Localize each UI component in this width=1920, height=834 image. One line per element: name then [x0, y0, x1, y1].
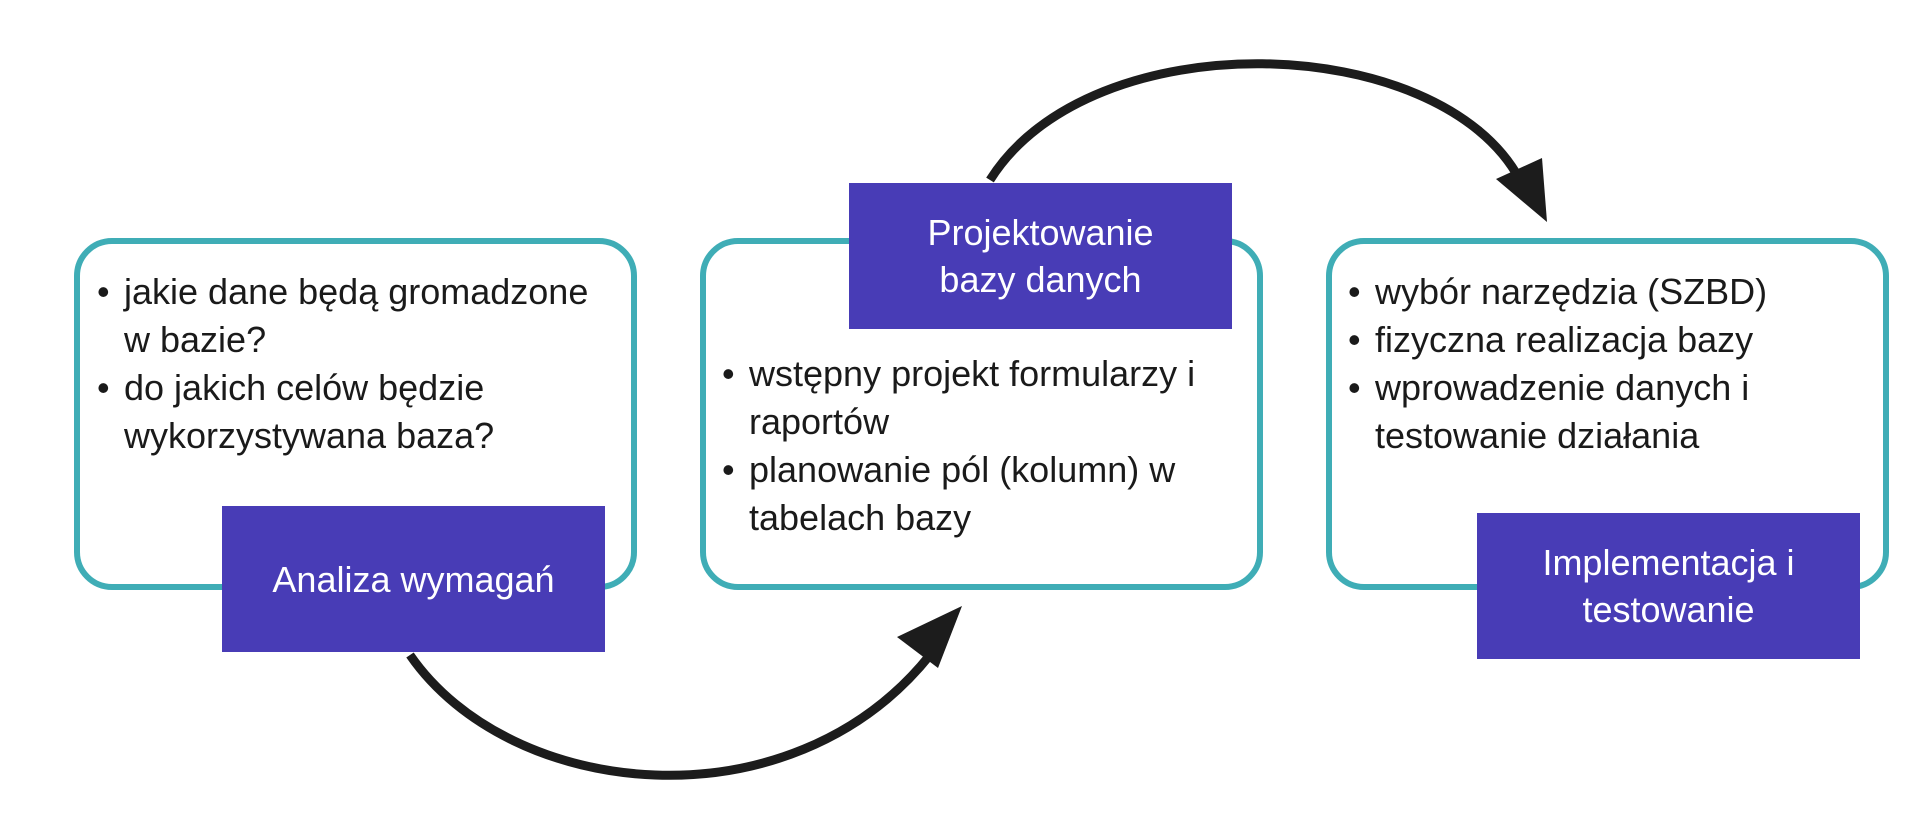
analysis-bullet-list: jakie dane będą gromadzone w bazie? do j… — [97, 268, 617, 460]
step-title: Projektowanie bazy danych — [927, 212, 1154, 300]
bullet-item: wprowadzenie danych i testowanie działan… — [1348, 364, 1868, 460]
step-title: Implementacja i testowanie — [1542, 542, 1795, 630]
step-label-analysis: Analiza wymagań — [222, 506, 605, 652]
bullet-item: jakie dane będą gromadzone w bazie? — [97, 268, 617, 364]
design-bullet-list: wstępny projekt formularzy i raportów pl… — [722, 350, 1242, 542]
bullet-item: wstępny projekt formularzy i raportów — [722, 350, 1242, 446]
arrow-analysis-to-design — [406, 606, 962, 780]
step-title: Analiza wymagań — [272, 558, 555, 600]
step-label-implementation: Implementacja i testowanie — [1477, 513, 1860, 659]
bullet-item: wybór narzędzia (SZBD) — [1348, 268, 1868, 316]
arrow-design-to-implementation — [986, 59, 1547, 222]
bullet-item: fizyczna realizacja bazy — [1348, 316, 1868, 364]
bullet-item: do jakich celów będzie wykorzystywana ba… — [97, 364, 617, 460]
bullet-item: planowanie pól (kolumn) w tabelach bazy — [722, 446, 1242, 542]
step-label-design: Projektowanie bazy danych — [849, 183, 1232, 329]
implementation-bullet-list: wybór narzędzia (SZBD) fizyczna realizac… — [1348, 268, 1868, 460]
